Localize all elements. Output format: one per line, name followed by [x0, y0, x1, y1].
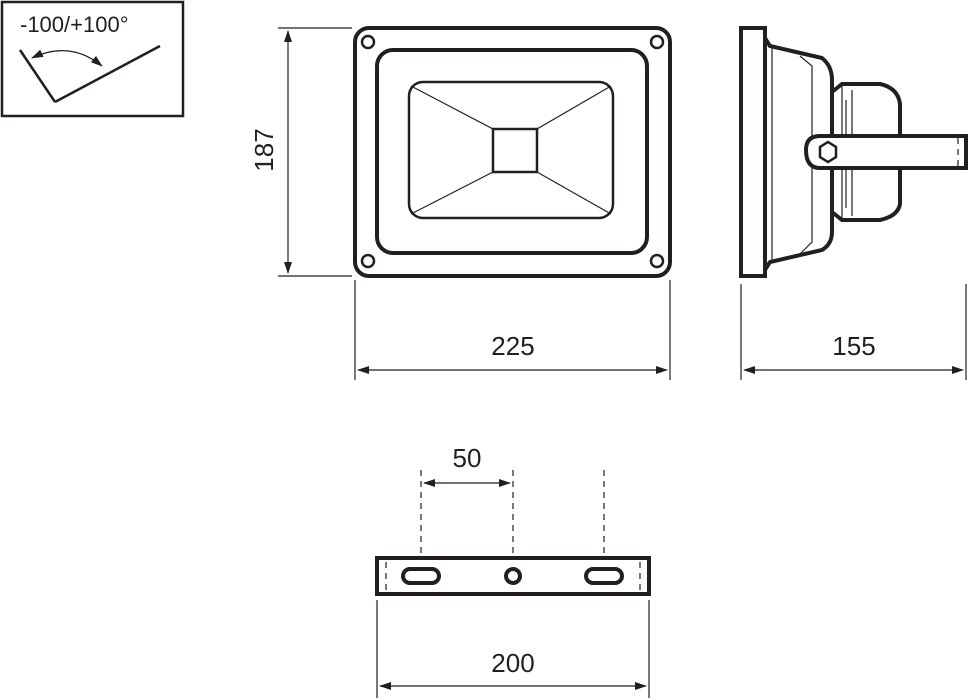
screw-hole-top-left	[360, 34, 376, 50]
bracket-length-value: 200	[491, 648, 534, 678]
screw-hole-bottom-right	[649, 253, 665, 269]
bracket-spacing-dimension: 50	[423, 443, 511, 487]
bracket-spacing-value: 50	[453, 443, 482, 473]
height-dimension: 187	[249, 27, 352, 277]
mounting-bracket-view	[375, 470, 651, 596]
bracket-slot-right	[584, 567, 624, 585]
tilt-angle-box: -100/+100°	[0, 0, 185, 118]
floodlight-side-view	[739, 26, 968, 278]
depth-value: 155	[832, 331, 875, 361]
floodlight-front-view	[353, 26, 672, 278]
height-value: 187	[249, 128, 279, 171]
bracket-length-dimension: 200	[376, 600, 650, 698]
screw-hole-bottom-left	[360, 253, 376, 269]
tilt-angle-label: -100/+100°	[20, 12, 129, 37]
width-value: 225	[491, 331, 534, 361]
depth-dimension: 155	[740, 284, 967, 380]
bracket-slot-left	[401, 567, 441, 585]
screw-hole-top-right	[649, 34, 665, 50]
bracket-center-hole	[504, 567, 522, 585]
width-dimension: 225	[354, 280, 671, 380]
